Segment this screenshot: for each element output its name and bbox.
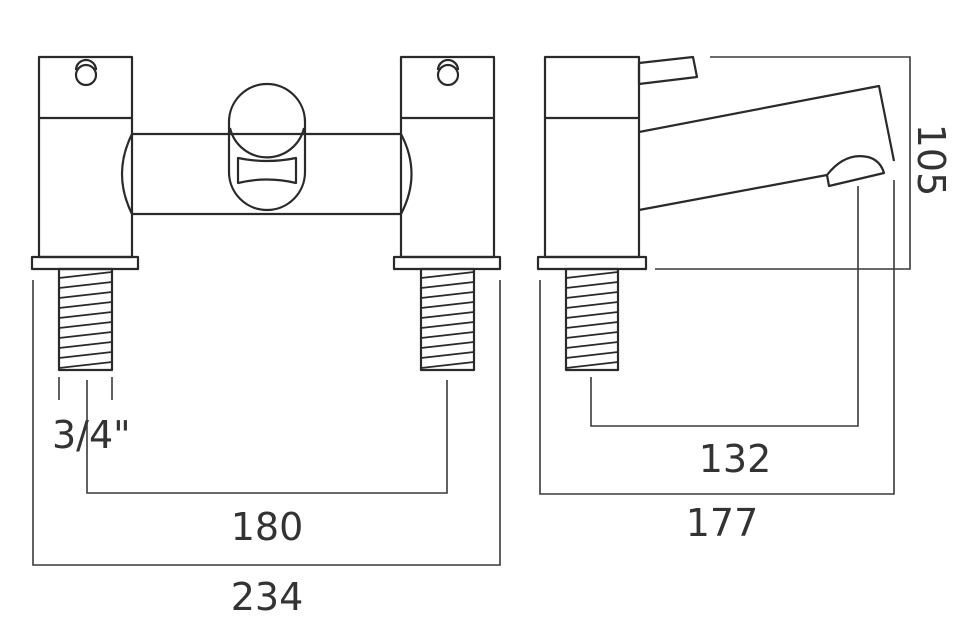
dimension-height: 105 xyxy=(655,56,953,270)
diverter-knob xyxy=(227,82,307,212)
dimension-label-connection: 3/4" xyxy=(52,413,131,457)
right-handle-knob-icon xyxy=(436,58,460,87)
dimension-centres: 180 xyxy=(86,380,448,549)
side-spout xyxy=(638,84,896,212)
left-handle-knob-icon xyxy=(74,58,98,87)
aerator xyxy=(825,155,886,188)
right-threaded-tail xyxy=(419,267,476,372)
side-threaded-tail xyxy=(564,267,620,372)
dimension-label-centres: 180 xyxy=(231,505,304,549)
front-view: 3/4" 180 234 xyxy=(30,55,502,619)
side-handle-lever xyxy=(637,55,699,86)
dimension-label-overall-depth: 177 xyxy=(686,501,759,545)
dimension-overall-depth: 177 xyxy=(539,180,895,545)
side-view: 105 132 177 xyxy=(536,55,953,545)
right-valve-body xyxy=(399,55,496,259)
dimension-connection-size: 3/4" xyxy=(52,377,131,457)
left-valve-body xyxy=(37,55,134,259)
side-base-plate xyxy=(536,255,648,271)
right-base-plate xyxy=(392,255,502,271)
dimension-label-height: 105 xyxy=(909,124,953,197)
left-threaded-tail xyxy=(57,267,114,372)
dimension-label-overall-width: 234 xyxy=(231,575,304,619)
dimension-label-spout-reach: 132 xyxy=(699,437,772,481)
dimension-spout-reach: 132 xyxy=(590,186,859,481)
dimension-overall-width: 234 xyxy=(32,280,501,619)
spout-body-bar xyxy=(120,132,413,216)
side-valve-body xyxy=(543,55,641,259)
left-base-plate xyxy=(30,255,140,271)
